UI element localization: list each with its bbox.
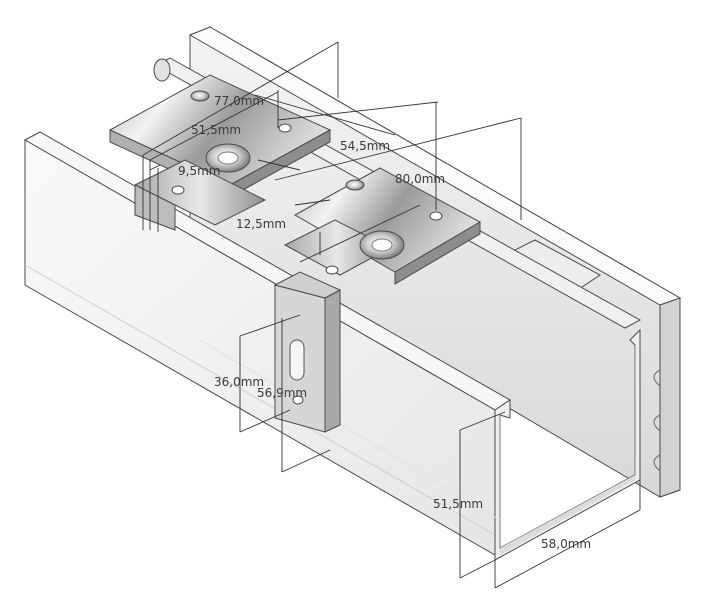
dimension-51-side: 51,5mm	[433, 497, 483, 511]
dimension-56: 56,9mm	[257, 386, 307, 400]
dimension-58: 58,0mm	[541, 537, 591, 551]
dimension-12: 12,5mm	[236, 217, 286, 231]
dimension-36: 36,0mm	[214, 375, 264, 389]
dimension-lines	[142, 41, 641, 589]
dimension-9: 9,5mm	[178, 164, 220, 178]
dimension-51-top: 51,5mm	[191, 123, 241, 137]
dimension-77: 77,0mm	[214, 94, 264, 108]
bracket-left	[108, 74, 332, 231]
dimension-54: 54,5mm	[340, 139, 390, 153]
dimension-80: 80,0mm	[395, 172, 445, 186]
